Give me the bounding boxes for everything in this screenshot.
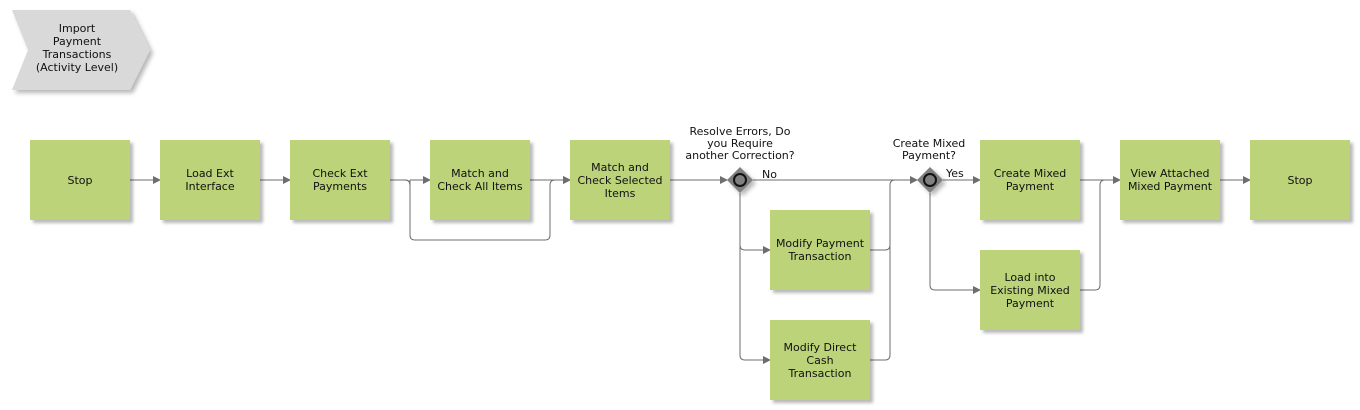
edge-load-existing-to-view (1080, 179, 1106, 291)
edge-gateway-to-modify-payment (739, 193, 771, 254)
modify-direct-cash-node[interactable]: Modify Direct Cash Transaction (770, 320, 870, 400)
load-ext-interface-node[interactable]: Load Ext Interface (160, 140, 260, 220)
stop-start-node[interactable]: Stop (30, 140, 130, 220)
modify-payment-node[interactable]: Modify Payment Transaction (770, 210, 870, 290)
view-attached-mixed-node[interactable]: View Attached Mixed Payment (1120, 140, 1220, 220)
edge-gateway-to-modify-cash (739, 245, 771, 364)
gateway-resolve-errors (727, 167, 753, 193)
gateway-create-mixed-label: Create Mixed Payment? (892, 137, 966, 162)
gateway-create-mixed (917, 167, 943, 193)
create-mixed-payment-node[interactable]: Create Mixed Payment (980, 140, 1080, 220)
title-chevron (12, 10, 150, 90)
stop-end-node[interactable]: Stop (1250, 140, 1350, 220)
edge-label-yes: Yes (946, 167, 964, 180)
edge-check-bypass-to-match-selected (404, 176, 571, 241)
match-check-selected-node[interactable]: Match and Check Selected Items (570, 140, 670, 220)
load-existing-mixed-node[interactable]: Load into Existing Mixed Payment (980, 250, 1080, 330)
edge-gateway-to-load-existing (929, 193, 981, 294)
edge-modify-payment-return (870, 179, 896, 251)
match-check-all-node[interactable]: Match and Check All Items (430, 140, 530, 220)
diagram-title: Import Payment Transactions (Activity Le… (35, 22, 119, 74)
edge-label-no: No (762, 168, 777, 181)
edge-modify-cash-return (870, 245, 891, 361)
gateway-resolve-errors-label: Resolve Errors, Do you Require another C… (685, 125, 795, 162)
check-ext-payments-node[interactable]: Check Ext Payments (290, 140, 390, 220)
